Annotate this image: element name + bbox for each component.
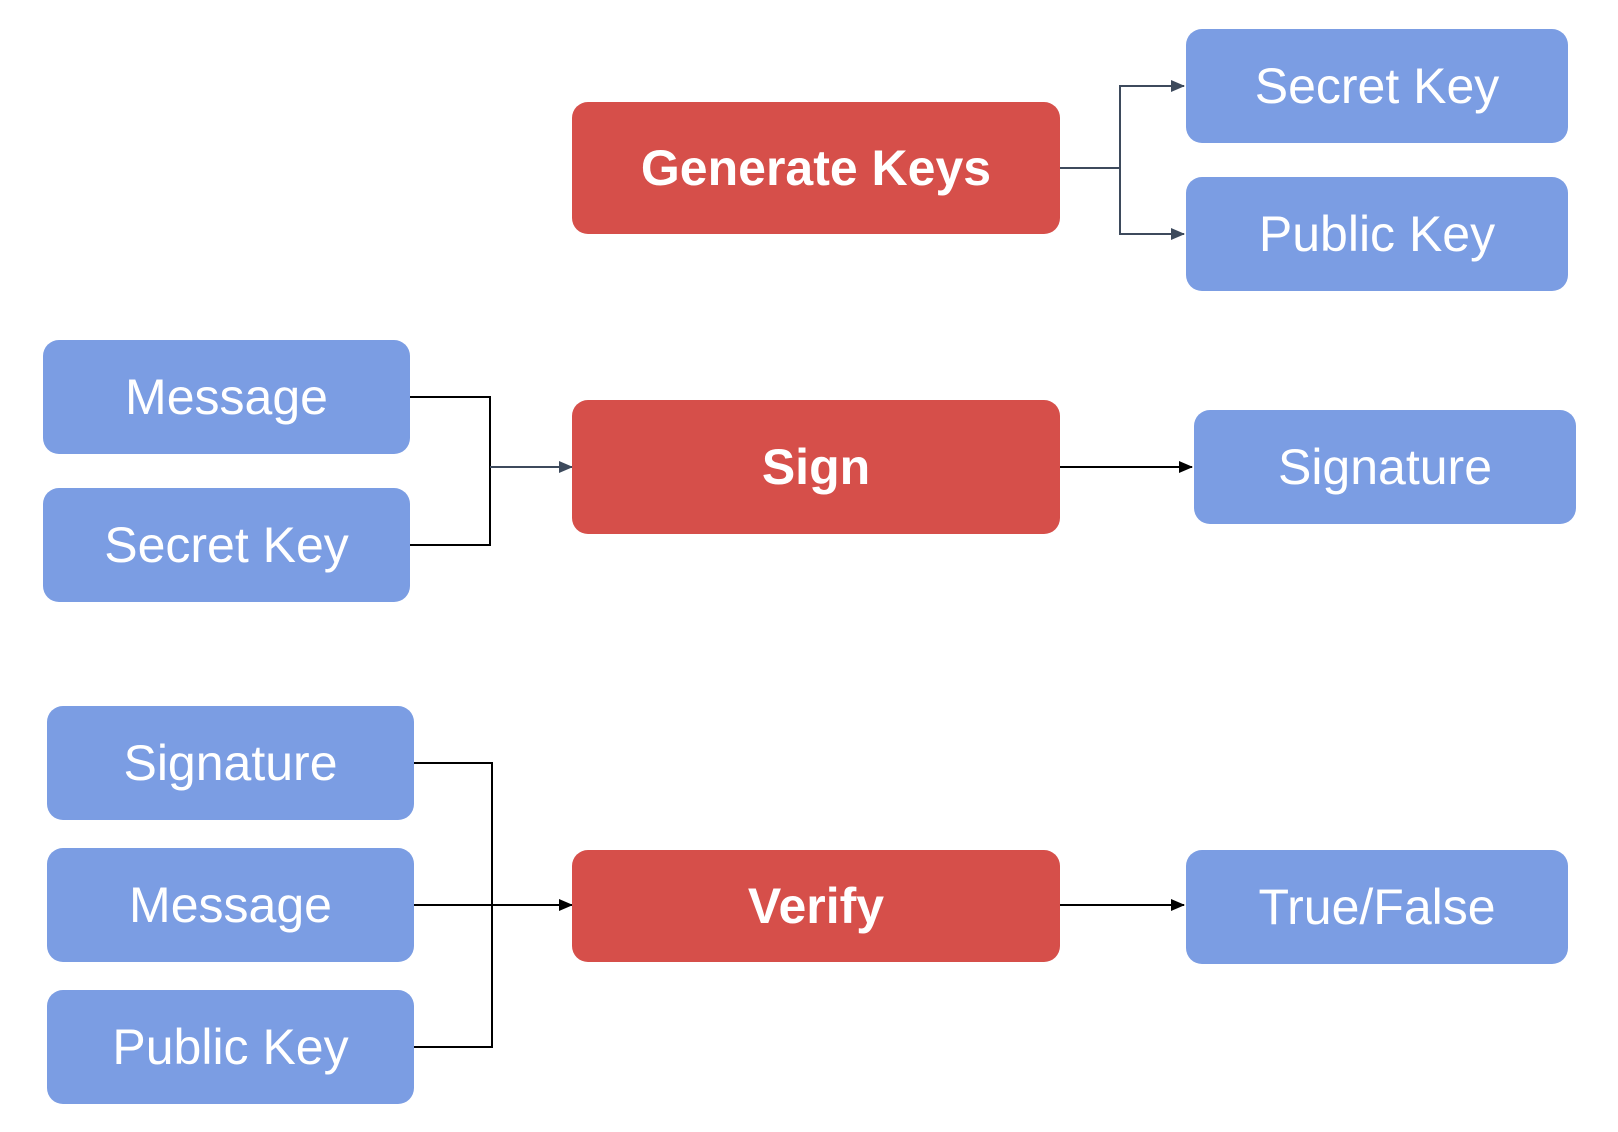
generate-keys-node: Generate Keys	[572, 102, 1060, 234]
generate-output-public-key-node: Public Key	[1186, 177, 1568, 291]
verify-input-signature-node: Signature	[47, 706, 414, 820]
generate-to-public-key-arrow	[1119, 168, 1185, 240]
sign-node: Sign	[572, 400, 1060, 534]
generate-output-secret-key-node: Secret Key	[1186, 29, 1568, 143]
sign-output-signature-node: Signature	[1194, 410, 1576, 524]
verify-input-public-key-node: Public Key	[47, 990, 414, 1104]
sign-input-message-node: Message	[43, 340, 410, 454]
verify-output-result-node: True/False	[1186, 850, 1568, 964]
verify-node: Verify	[572, 850, 1060, 962]
generate-to-secret-key-arrow	[1119, 80, 1185, 168]
sign-input-connectors	[410, 396, 573, 546]
verify-bracket-line	[414, 762, 493, 1048]
verify-input-connectors	[414, 762, 573, 1048]
generate-connectors	[1058, 80, 1185, 240]
verify-input-message-node: Message	[47, 848, 414, 962]
message-to-sign-line	[410, 396, 491, 546]
sign-input-secret-key-node: Secret Key	[43, 488, 410, 602]
